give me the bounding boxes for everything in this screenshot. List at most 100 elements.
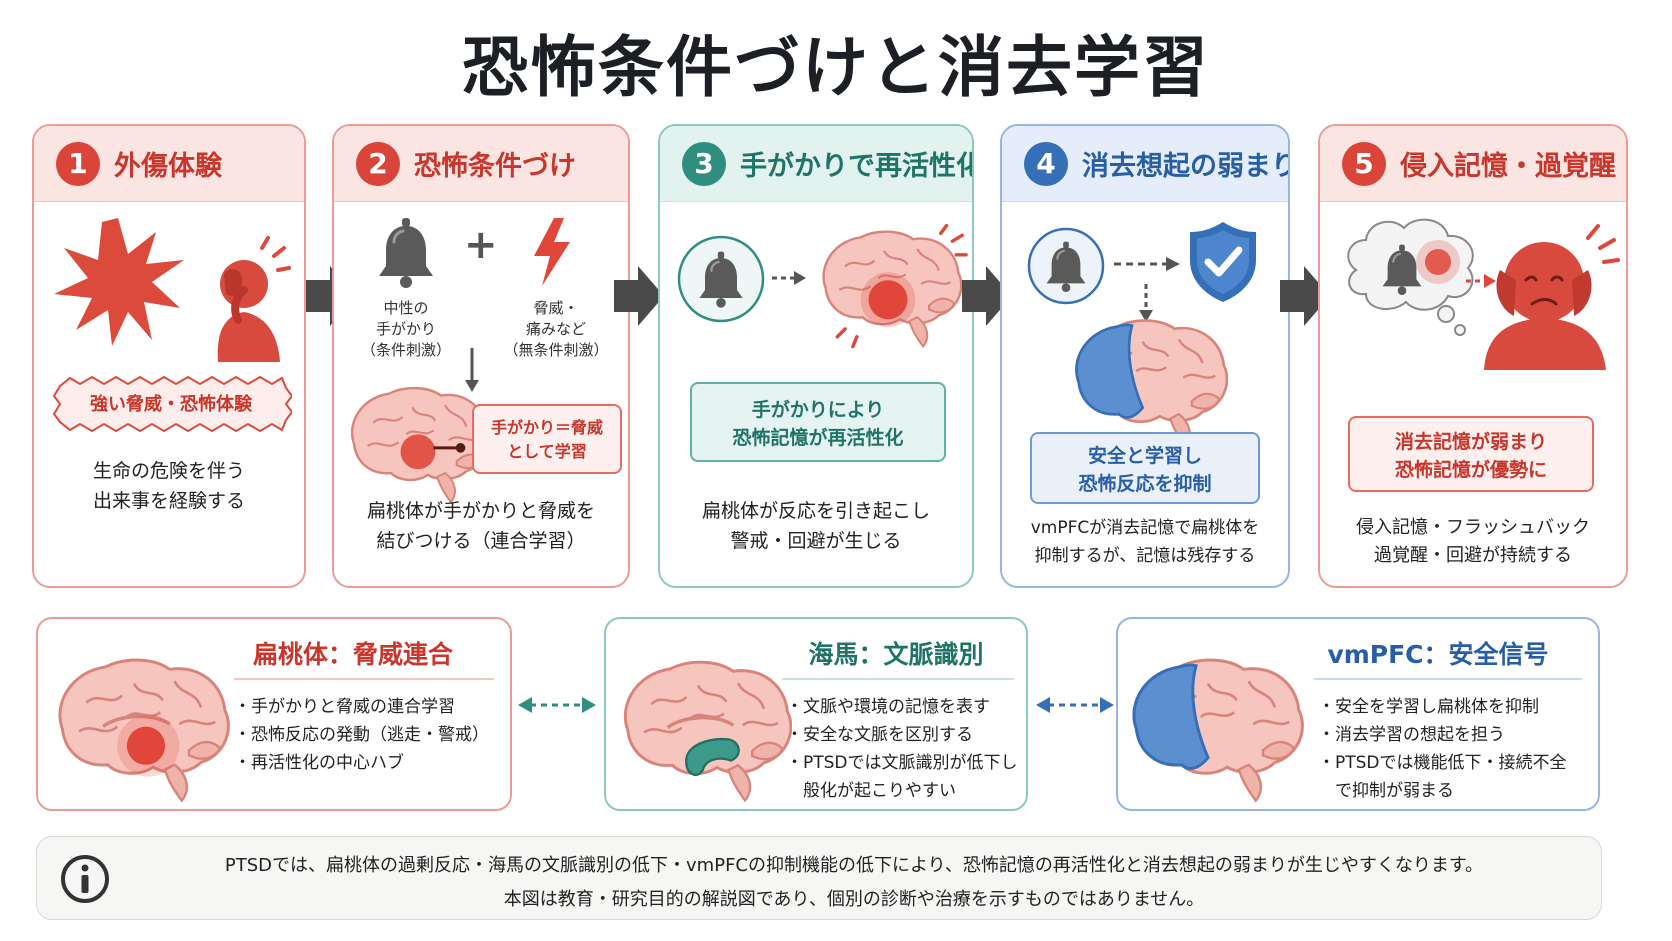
- down-arrow-icon: [465, 348, 479, 392]
- brain-amygdala-icon: [58, 658, 230, 803]
- step-3-desc-line1: 扁桃体が反応を引き起こし: [701, 500, 930, 522]
- step-5-header: 5 侵入記憶・過覚醒: [1320, 126, 1626, 202]
- step-3-desc: 扁桃体が反応を引き起こし 警戒・回避が生じる: [660, 496, 972, 556]
- list-item-continuation: で抑制が弱まる: [1335, 781, 1454, 801]
- step-5-title: 侵入記憶・過覚醒: [1400, 151, 1616, 182]
- neutral-cue-line2: 手がかり: [375, 320, 436, 338]
- step-1-desc: 生命の危険を伴う 出来事を経験する: [34, 456, 304, 516]
- step-2-note-line2: として学習: [507, 442, 587, 461]
- info-line-1: PTSDでは、扁桃体の過剰反応・海馬の文脈識別の低下・vmPFCの抑制機能の低下…: [224, 855, 1484, 876]
- brain-hippocampus-icon: [623, 660, 792, 802]
- brain-amygdala-icon: [350, 386, 490, 504]
- step-2-title: 恐怖条件づけ: [414, 151, 576, 182]
- step-2-note-line1: 手がかり＝脅威: [490, 418, 603, 437]
- amygdala-title: 扁桃体：脅威連合: [252, 640, 453, 669]
- info-icon: [61, 855, 109, 903]
- hippocampus-card: 海馬：文脈識別 文脈や環境の記憶を表す 安全な文脈を区別する PTSDでは文脈識…: [604, 617, 1028, 811]
- step-2-card: 2 恐怖条件づけ + 中性の 手がかり （条件刺激） 脅威・ 痛みなど （無条件…: [332, 124, 630, 588]
- step-4-header: 4 消去想起の弱まり: [1002, 126, 1288, 202]
- cue-bell-circle-icon: [677, 235, 765, 323]
- list-item: 再活性化の中心ハブ: [234, 749, 489, 777]
- step-4-desc-line2: 抑制するが、記憶は残存する: [1034, 546, 1256, 566]
- step-3-note: 手がかりにより 恐怖記憶が再活性化: [690, 382, 946, 462]
- distressed-person-icon: [217, 260, 280, 362]
- hippocampus-title: 海馬：文脈識別: [808, 640, 984, 669]
- neutral-cue-line3: （条件刺激）: [360, 341, 451, 359]
- step-4-note-line2: 恐怖反応を抑制: [1078, 473, 1212, 495]
- step-4-desc: vmPFCが消去記憶で扁桃体を 抑制するが、記憶は残存する: [1002, 514, 1288, 570]
- list-item: 安全な文脈を区別する: [786, 721, 1018, 749]
- step-5-number: 5: [1342, 141, 1386, 186]
- step-1-header: 1 外傷体験: [34, 126, 304, 202]
- vmpfc-divider: [1314, 678, 1582, 680]
- vmpfc-list: 安全を学習し扁桃体を抑制 消去学習の想起を担う PTSDでは機能低下・接続不全 …: [1318, 693, 1567, 805]
- step-3-desc-line2: 警戒・回避が生じる: [730, 530, 902, 552]
- step-3-header: 3 手がかりで再活性化: [660, 126, 972, 202]
- list-item: 恐怖反応の発動（逃走・警戒）: [234, 721, 489, 749]
- plus-sign: +: [464, 222, 498, 268]
- brain-vmpfc-icon: [1132, 658, 1304, 803]
- amygdala-divider: [234, 678, 494, 680]
- step-3-card: 3 手がかりで再活性化 手がかりにより 恐怖記憶が再活性化 扁桃体が反応を引き起…: [658, 124, 974, 588]
- step-1-desc-line2: 出来事を経験する: [92, 490, 245, 512]
- vmpfc-title: vmPFC：安全信号: [1327, 640, 1549, 669]
- step-5-desc-line1: 侵入記憶・フラッシュバック: [1356, 517, 1590, 538]
- threat-stimulus-label: 脅威・ 痛みなど （無条件刺激）: [496, 298, 616, 361]
- dashed-arrow-icon: [1466, 274, 1496, 288]
- info-line-2: 本図は教育・研究目的の解説図であり、個別の診断や治療を示すものではありません。: [503, 889, 1205, 910]
- double-arrow-blue-icon: [1036, 697, 1114, 713]
- bell-icon: [377, 216, 435, 288]
- threat-stimulus-line3: （無条件刺激）: [503, 341, 609, 359]
- step-4-desc-line1: vmPFCが消去記憶で扁桃体を: [1030, 518, 1260, 538]
- threat-stimulus-line1: 脅威・: [533, 299, 579, 317]
- list-item: 文脈や環境の記憶を表す: [786, 693, 1018, 721]
- trauma-illustration: [54, 218, 291, 362]
- step-3-note-line1: 手がかりにより: [751, 399, 885, 421]
- amygdala-card: 扁桃体：脅威連合 手がかりと脅威の連合学習 恐怖反応の発動（逃走・警戒） 再活性…: [36, 617, 512, 811]
- memory-bubble-icon: [1347, 218, 1474, 336]
- hippocampus-list: 文脈や環境の記憶を表す 安全な文脈を区別する PTSDでは文脈識別が低下し 般化…: [786, 693, 1018, 805]
- step-5-desc-line2: 過覚醒・回避が持続する: [1374, 545, 1572, 566]
- list-item: 手がかりと脅威の連合学習: [234, 693, 489, 721]
- step-4-card: 4 消去想起の弱まり 安全と学習し 恐怖反応を抑制 vmPFCが消去記憶で扁桃体…: [1000, 124, 1290, 588]
- cue-bell-circle-icon: [1027, 227, 1105, 305]
- brain-activated-icon: [822, 223, 968, 349]
- step-5-desc: 侵入記憶・フラッシュバック 過覚醒・回避が持続する: [1320, 514, 1626, 570]
- threat-stimulus-line2: 痛みなど: [525, 320, 586, 338]
- step-1-desc-line1: 生命の危険を伴う: [92, 460, 245, 482]
- step-5-note-line1: 消去記憶が弱まり: [1394, 431, 1547, 453]
- step-4-note-line1: 安全と学習し: [1087, 445, 1202, 467]
- list-item: PTSDでは機能低下・接続不全: [1318, 749, 1567, 777]
- step-2-desc-line1: 扁桃体が手がかりと脅威を: [366, 500, 595, 522]
- neutral-cue-label: 中性の 手がかり （条件刺激）: [354, 298, 458, 361]
- step-1-number: 1: [56, 141, 100, 186]
- step-2-header: 2 恐怖条件づけ: [334, 126, 628, 202]
- list-item-continuation: 般化が起こりやすい: [803, 781, 956, 801]
- down-arrow-icon: [1139, 284, 1153, 322]
- amygdala-list: 手がかりと脅威の連合学習 恐怖反応の発動（逃走・警戒） 再活性化の中心ハブ: [234, 693, 489, 777]
- hippocampus-divider: [782, 678, 1014, 680]
- neutral-cue-line1: 中性の: [383, 299, 429, 317]
- step-4-title: 消去想起の弱まり: [1082, 151, 1290, 182]
- dashed-arrow-icon: [1114, 257, 1180, 271]
- step-5-note-line2: 恐怖記憶が優勢に: [1394, 459, 1547, 481]
- explosion-icon: [54, 218, 184, 346]
- step-1-card: 1 外傷体験 強い脅威・恐怖体験 生命の危険を伴う 出来事を経験する: [32, 124, 306, 588]
- step-1-title: 外傷体験: [114, 151, 222, 182]
- double-arrow-teal-icon: [518, 697, 596, 713]
- shield-check-icon: [1190, 222, 1256, 302]
- list-item: 安全を学習し扁桃体を抑制: [1318, 693, 1567, 721]
- list-item: 消去学習の想起を担う: [1318, 721, 1567, 749]
- threat-badge-shape: [52, 375, 292, 433]
- step-3-number: 3: [682, 141, 726, 186]
- step-4-note: 安全と学習し 恐怖反応を抑制: [1030, 432, 1260, 504]
- dashed-arrow-icon: [772, 271, 806, 285]
- step-4-number: 4: [1024, 141, 1068, 186]
- brain-vmpfc-icon: [1075, 319, 1228, 444]
- step-2-note: 手がかり＝脅威 として学習: [472, 404, 622, 474]
- info-banner: PTSDでは、扁桃体の過剰反応・海馬の文脈識別の低下・vmPFCの抑制機能の低下…: [36, 836, 1602, 920]
- page-title: 恐怖条件づけと消去学習: [462, 29, 1210, 106]
- vmpfc-card: vmPFC：安全信号 安全を学習し扁桃体を抑制 消去学習の想起を担う PTSDで…: [1116, 617, 1600, 811]
- flow-arrow-2: [614, 266, 664, 326]
- list-item: PTSDでは文脈識別が低下し: [786, 749, 1018, 777]
